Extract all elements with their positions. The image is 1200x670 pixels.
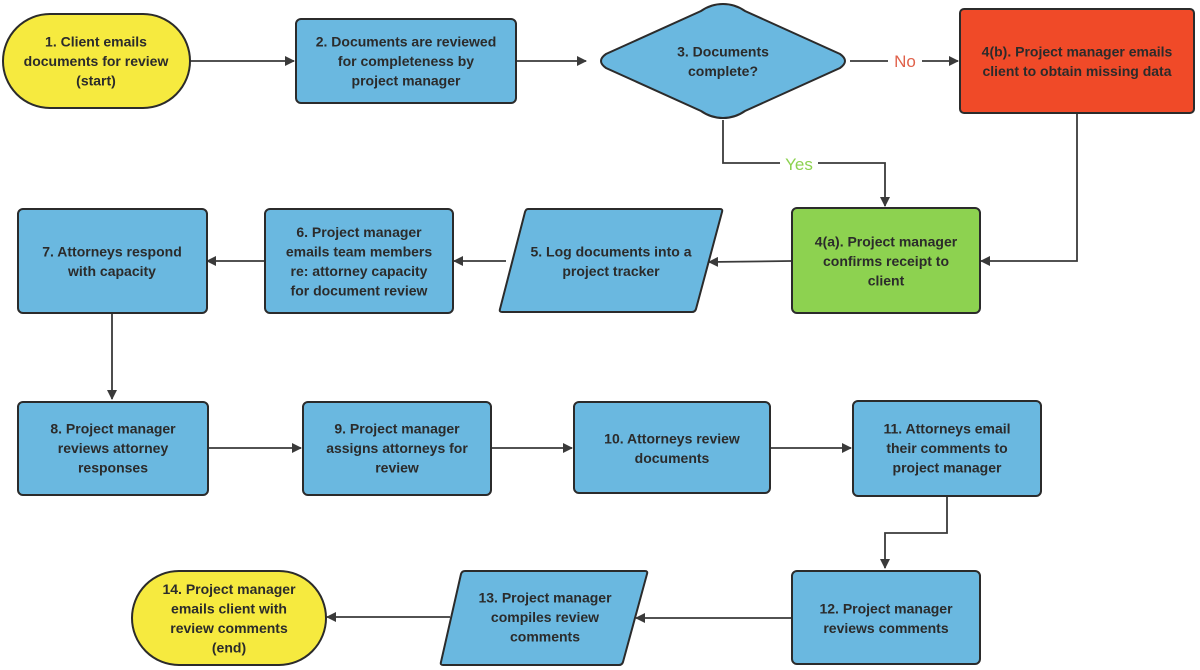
- flow-connectors: No Yes: [107, 50, 1078, 623]
- node-4b-label: 4(b). Project manager emails client to ob…: [982, 43, 1173, 79]
- node-10-label: 10. Attorneys review documents: [604, 430, 740, 466]
- n11-label-line: 11. Attorneys email: [883, 421, 1010, 437]
- n14-label-line: review comments: [170, 620, 288, 636]
- n12-label-line: reviews comments: [823, 620, 948, 636]
- n5-label-line: 5. Log documents into a: [530, 243, 691, 259]
- n6-label-line: emails team members: [286, 243, 433, 259]
- node-4a-confirm-process: 4(a). Project manager confirms receipt to…: [791, 207, 981, 314]
- n4a-label-line: client: [868, 273, 905, 289]
- n6-label-line: for document review: [291, 282, 428, 298]
- n8-label-line: 8. Project manager: [50, 421, 176, 437]
- n9-label-line: 9. Project manager: [334, 421, 460, 437]
- node-2-label: 2. Documents are reviewed for completenes…: [316, 34, 497, 89]
- n4b-label-line: 4(b). Project manager emails: [982, 43, 1173, 59]
- n9-label-line: review: [375, 460, 419, 476]
- node-9-label: 9. Project manager assigns attorneys for r…: [326, 421, 468, 476]
- edge-4a-to-5: [708, 256, 792, 267]
- n13-label-line: comments: [510, 629, 580, 645]
- node-12-process: 12. Project manager reviews comments: [791, 570, 981, 665]
- node-6-process: 6. Project manager emails team members re:…: [264, 208, 454, 314]
- n11-label-line: project manager: [893, 460, 1002, 476]
- node-4a-label: 4(a). Project manager confirms receipt to…: [815, 234, 958, 289]
- n10-label-line: documents: [635, 450, 710, 466]
- edge-4b-to-4a: [980, 114, 1078, 266]
- n1-label-line: (start): [76, 73, 116, 89]
- node-8-label: 8. Project manager reviews attorney respon…: [50, 421, 176, 476]
- n13-label-line: 13. Project manager: [478, 590, 612, 606]
- node-5-label: 5. Log documents into a project tracker: [530, 243, 691, 279]
- n3-label-line: 3. Documents: [677, 43, 769, 59]
- n7-label-line: 7. Attorneys respond: [42, 243, 182, 259]
- node-9-process: 9. Project manager assigns attorneys for r…: [302, 401, 492, 496]
- node-7-process: 7. Attorneys respond with capacity: [17, 208, 208, 314]
- n8-label-line: responses: [78, 460, 148, 476]
- n4b-label-line: client to obtain missing data: [982, 63, 1171, 79]
- n2-label-line: 2. Documents are reviewed: [316, 34, 497, 50]
- node-3-label: 3. Documents complete?: [677, 43, 769, 79]
- node-13-label: 13. Project manager compiles review commen…: [478, 590, 612, 645]
- n4a-label-line: confirms receipt to: [823, 253, 949, 269]
- edge-11-to-12: [880, 496, 948, 569]
- n7-label-line: with capacity: [67, 263, 156, 279]
- n4a-label-line: 4(a). Project manager: [815, 234, 958, 250]
- n1-label-line: documents for review: [24, 53, 169, 69]
- n9-label-line: assigns attorneys for: [326, 440, 468, 456]
- n5-label-line: project tracker: [562, 263, 660, 279]
- node-14-end-terminal: 14. Project manager emails client with rev…: [131, 570, 327, 666]
- n10-label-line: 10. Attorneys review: [604, 430, 740, 446]
- no-branch-label: No: [894, 52, 916, 71]
- n6-label-line: re: attorney capacity: [291, 263, 428, 279]
- n3-label-line: complete?: [688, 63, 758, 79]
- n14-label-line: emails client with: [171, 600, 287, 616]
- node-11-process: 11. Attorneys email their comments to proj…: [852, 400, 1042, 497]
- n2-label-line: project manager: [352, 73, 461, 89]
- node-5-data-parallelogram: 5. Log documents into a project tracker: [498, 208, 724, 313]
- n8-label-line: reviews attorney: [58, 440, 169, 456]
- n14-label-line: 14. Project manager: [162, 581, 296, 597]
- node-7-label: 7. Attorneys respond with capacity: [42, 243, 182, 279]
- node-8-process: 8. Project manager reviews attorney respon…: [17, 401, 209, 496]
- n13-label-line: compiles review: [491, 609, 599, 625]
- node-1-start-terminal: 1. Client emails documents for review (sta…: [2, 13, 191, 109]
- node-10-process: 10. Attorneys review documents: [573, 401, 771, 494]
- node-13-data-parallelogram: 13. Project manager compiles review commen…: [439, 570, 649, 666]
- node-14-label: 14. Project manager emails client with rev…: [162, 581, 296, 656]
- n12-label-line: 12. Project manager: [819, 600, 953, 616]
- node-1-label: 1. Client emails documents for review (sta…: [24, 34, 169, 89]
- n14-label-line: (end): [212, 639, 246, 655]
- n11-label-line: their comments to: [886, 440, 1007, 456]
- n2-label-line: for completeness by: [338, 53, 474, 69]
- node-3-decision: 3. Documents complete?: [600, 2, 846, 120]
- node-12-label: 12. Project manager reviews comments: [819, 600, 953, 636]
- node-11-label: 11. Attorneys email their comments to proj…: [883, 421, 1010, 476]
- n6-label-line: 6. Project manager: [296, 224, 422, 240]
- n1-label-line: 1. Client emails: [45, 34, 147, 50]
- yes-branch-label: Yes: [785, 155, 813, 174]
- node-2-process: 2. Documents are reviewed for completenes…: [295, 18, 517, 104]
- node-6-label: 6. Project manager emails team members re:…: [286, 224, 433, 298]
- node-4b-alert-process: 4(b). Project manager emails client to ob…: [959, 8, 1195, 114]
